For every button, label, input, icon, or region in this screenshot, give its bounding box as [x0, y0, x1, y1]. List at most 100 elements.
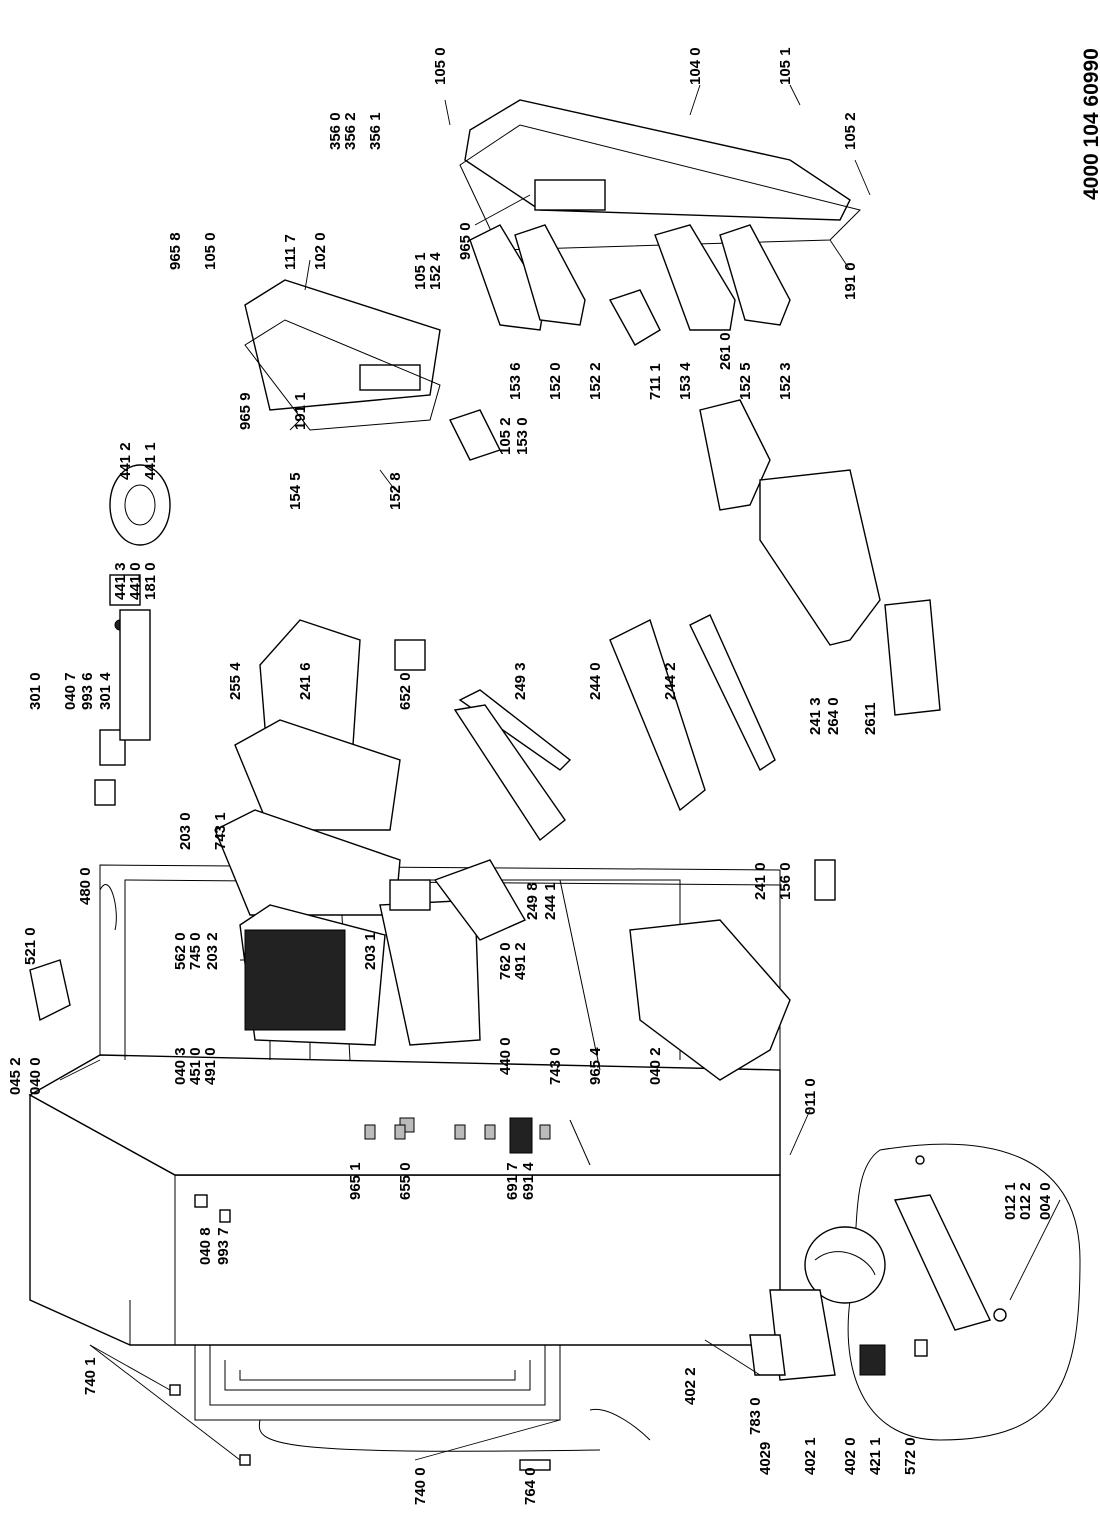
part-label: 402 2	[682, 1367, 699, 1405]
leader-lines	[59, 84, 1061, 1461]
part-label: 191 0	[842, 262, 859, 300]
part-label: 451 0	[187, 1047, 204, 1085]
part-label: 441 3	[112, 562, 129, 600]
part-label: 191 1	[292, 392, 309, 430]
evaporator-area	[214, 619, 481, 1046]
part-label: 111 7	[282, 234, 299, 270]
part-label: 241 0	[752, 862, 769, 900]
part-label: 740 1	[82, 1357, 99, 1395]
part-label: 441 0	[127, 562, 144, 600]
part-label: 255 4	[227, 662, 244, 700]
part-label: 301 0	[27, 672, 44, 710]
part-label: 356 0	[327, 112, 344, 150]
door-bins	[449, 224, 791, 511]
part-label: 993 7	[215, 1227, 232, 1265]
part-label: 012 2	[1017, 1182, 1034, 1220]
cabinet-body	[28, 864, 781, 1346]
part-label: 655 0	[397, 1162, 414, 1200]
part-label: 152 8	[387, 472, 404, 510]
part-label: 244 2	[662, 662, 679, 700]
part-label: 040 3	[172, 1047, 189, 1085]
part-label: 491 0	[202, 1047, 219, 1085]
part-label: 105 0	[432, 47, 449, 85]
upper-door	[244, 99, 861, 431]
part-label: 154 5	[287, 472, 304, 510]
part-label: 965 1	[347, 1162, 364, 1200]
part-label: 105 0	[202, 232, 219, 270]
part-label: 764 0	[522, 1467, 539, 1505]
part-label: 241 3	[807, 697, 824, 735]
part-label: 745 0	[187, 932, 204, 970]
part-label: 244 0	[587, 662, 604, 700]
part-label: 203 1	[362, 932, 379, 970]
part-label: 040 2	[647, 1047, 664, 1085]
part-label: 402 0	[842, 1437, 859, 1475]
part-label: 040 7	[62, 672, 79, 710]
part-label: 104 0	[687, 47, 704, 85]
part-label: 965 4	[587, 1047, 604, 1085]
part-label: 105 1	[777, 47, 794, 85]
part-label: 244 1	[542, 882, 559, 920]
part-label: 965 9	[237, 392, 254, 430]
part-label: 743 1	[212, 812, 229, 850]
part-label: 203 2	[204, 932, 221, 970]
part-label: 440 0	[497, 1037, 514, 1075]
part-label: 562 0	[172, 932, 189, 970]
part-label: 153 0	[514, 417, 531, 455]
part-label: 691 7	[504, 1162, 521, 1200]
part-label: 711 1	[647, 363, 664, 400]
part-label: 652 0	[397, 672, 414, 710]
part-label: 993 6	[79, 672, 96, 710]
part-label: 249 3	[512, 662, 529, 700]
part-label: 105 2	[497, 417, 514, 455]
part-label: 102 0	[312, 232, 329, 270]
part-label: 045 2	[7, 1057, 24, 1095]
part-label: 261 0	[717, 332, 734, 370]
part-label: 4029	[757, 1442, 774, 1475]
part-label: 965 0	[457, 222, 474, 260]
part-label: 152 2	[587, 362, 604, 400]
part-label: 264 0	[825, 697, 842, 735]
part-label: 740 0	[412, 1467, 429, 1505]
part-label: 2611	[862, 702, 879, 735]
glass-shelves	[433, 614, 776, 941]
part-label: 356 2	[342, 112, 359, 150]
misc-parts	[29, 599, 941, 1471]
compressor-group	[749, 1143, 1081, 1441]
part-label: 181 0	[142, 562, 159, 600]
part-label: 965 8	[167, 232, 184, 270]
part-label: 152 5	[737, 362, 754, 400]
part-label: 011 0	[802, 1078, 819, 1115]
crisper-drawer	[629, 469, 881, 1081]
part-label: 572 0	[902, 1437, 919, 1475]
part-label: 152 0	[547, 362, 564, 400]
part-label: 762 0	[497, 942, 514, 980]
part-label: 783 0	[747, 1397, 764, 1435]
part-label: 153 4	[677, 362, 694, 400]
part-label: 156 0	[777, 862, 794, 900]
part-label: 241 6	[297, 662, 314, 700]
condenser	[194, 1345, 601, 1452]
part-label: 441 1	[142, 442, 159, 480]
part-label: 153 6	[507, 362, 524, 400]
part-label: 040 8	[197, 1227, 214, 1265]
part-label: 480 0	[77, 867, 94, 905]
part-label: 012 1	[1002, 1182, 1019, 1220]
part-label: 691 4	[520, 1162, 537, 1200]
part-label: 356 1	[367, 112, 384, 150]
part-label: 152 3	[777, 362, 794, 400]
part-label: 521 0	[22, 927, 39, 965]
part-label: 441 2	[117, 442, 134, 480]
part-label: 040 0	[27, 1057, 44, 1095]
part-label: 105 1	[412, 252, 429, 290]
part-label: 301 4	[97, 672, 114, 710]
part-label: 421 1	[867, 1437, 884, 1475]
part-label: 105 2	[842, 112, 859, 150]
drawing-number: 4000 104 60990	[1080, 48, 1100, 200]
part-label: 203 0	[177, 812, 194, 850]
part-label: 004 0	[1037, 1182, 1054, 1220]
part-label: 249 8	[524, 882, 541, 920]
part-label: 491 2	[512, 942, 529, 980]
